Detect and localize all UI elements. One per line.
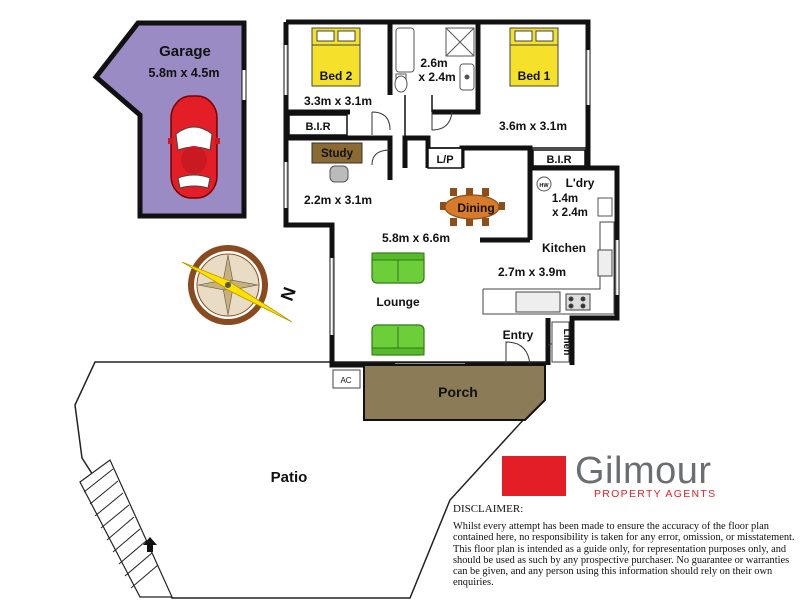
door-swings [371,111,569,366]
ac-label: AC [340,376,351,385]
interior-lines [286,95,588,169]
study-desk-icon [311,142,363,183]
sofa-bottom-icon [371,324,425,356]
bath-dims-line2: x 2.4m [418,70,455,84]
hw-label: HW [539,183,549,189]
north-label: N [277,284,300,303]
disclaimer-title: DISCLAIMER: [453,503,524,515]
porch-area [363,364,546,421]
brand-name: Gilmour [575,450,712,492]
brand-logo: Gilmour PROPERTY AGENTS [502,450,762,500]
study-label: Study [321,148,354,160]
bed-1-icon [509,27,559,87]
compass-icon [181,245,293,325]
kitchen-label: Kitchen [542,241,586,255]
lounge-dims: 5.8m x 6.6m [382,231,450,245]
disclaimer-body: Whilst every attempt has been made to en… [453,521,795,589]
linen-cupboard [551,321,570,363]
bed-1-label: Bed 1 [518,69,551,83]
entry-label: Entry [503,328,534,342]
ac-unit [332,369,361,389]
laundry-dims-line1: 1.4m [552,193,578,205]
stairs-arrow-icon [143,537,157,552]
garage-dims: 5.8m x 4.5m [149,66,220,80]
kitchen-bench [482,221,615,315]
bed-2-dims: 3.3m x 3.1m [304,94,372,108]
bir-left-label: B.I.R [305,121,330,133]
linen-label: Linen [561,329,572,356]
lounge-label: Lounge [376,295,420,309]
bathroom-fixtures [394,27,475,93]
garage-label: Garage [159,43,211,60]
bed-2-label: Bed 2 [320,69,353,83]
patio-label: Patio [271,469,308,486]
brand-tagline: PROPERTY AGENTS [594,488,717,500]
dining-label: Dining [457,201,494,215]
bir-right-label: B.I.R [546,154,571,166]
laundry-dims-line2: x 2.4m [552,207,588,219]
laundry-label: L'dry [566,176,595,190]
bath-dims-line1: 2.6m [420,56,447,70]
patio-stairs [79,459,173,598]
bed-2-icon [311,27,361,87]
bed-1-dims: 3.6m x 3.1m [499,119,567,133]
porch-label: Porch [438,384,478,400]
laundry-fixtures [536,176,613,217]
car-icon [168,95,220,199]
study-dims: 2.2m x 3.1m [304,193,372,207]
lp-label: L/P [436,154,453,166]
kitchen-dims: 2.7m x 3.9m [498,265,566,279]
dining-table-icon [440,188,505,226]
brand-mark [502,456,566,496]
sofa-top-icon [371,252,425,284]
